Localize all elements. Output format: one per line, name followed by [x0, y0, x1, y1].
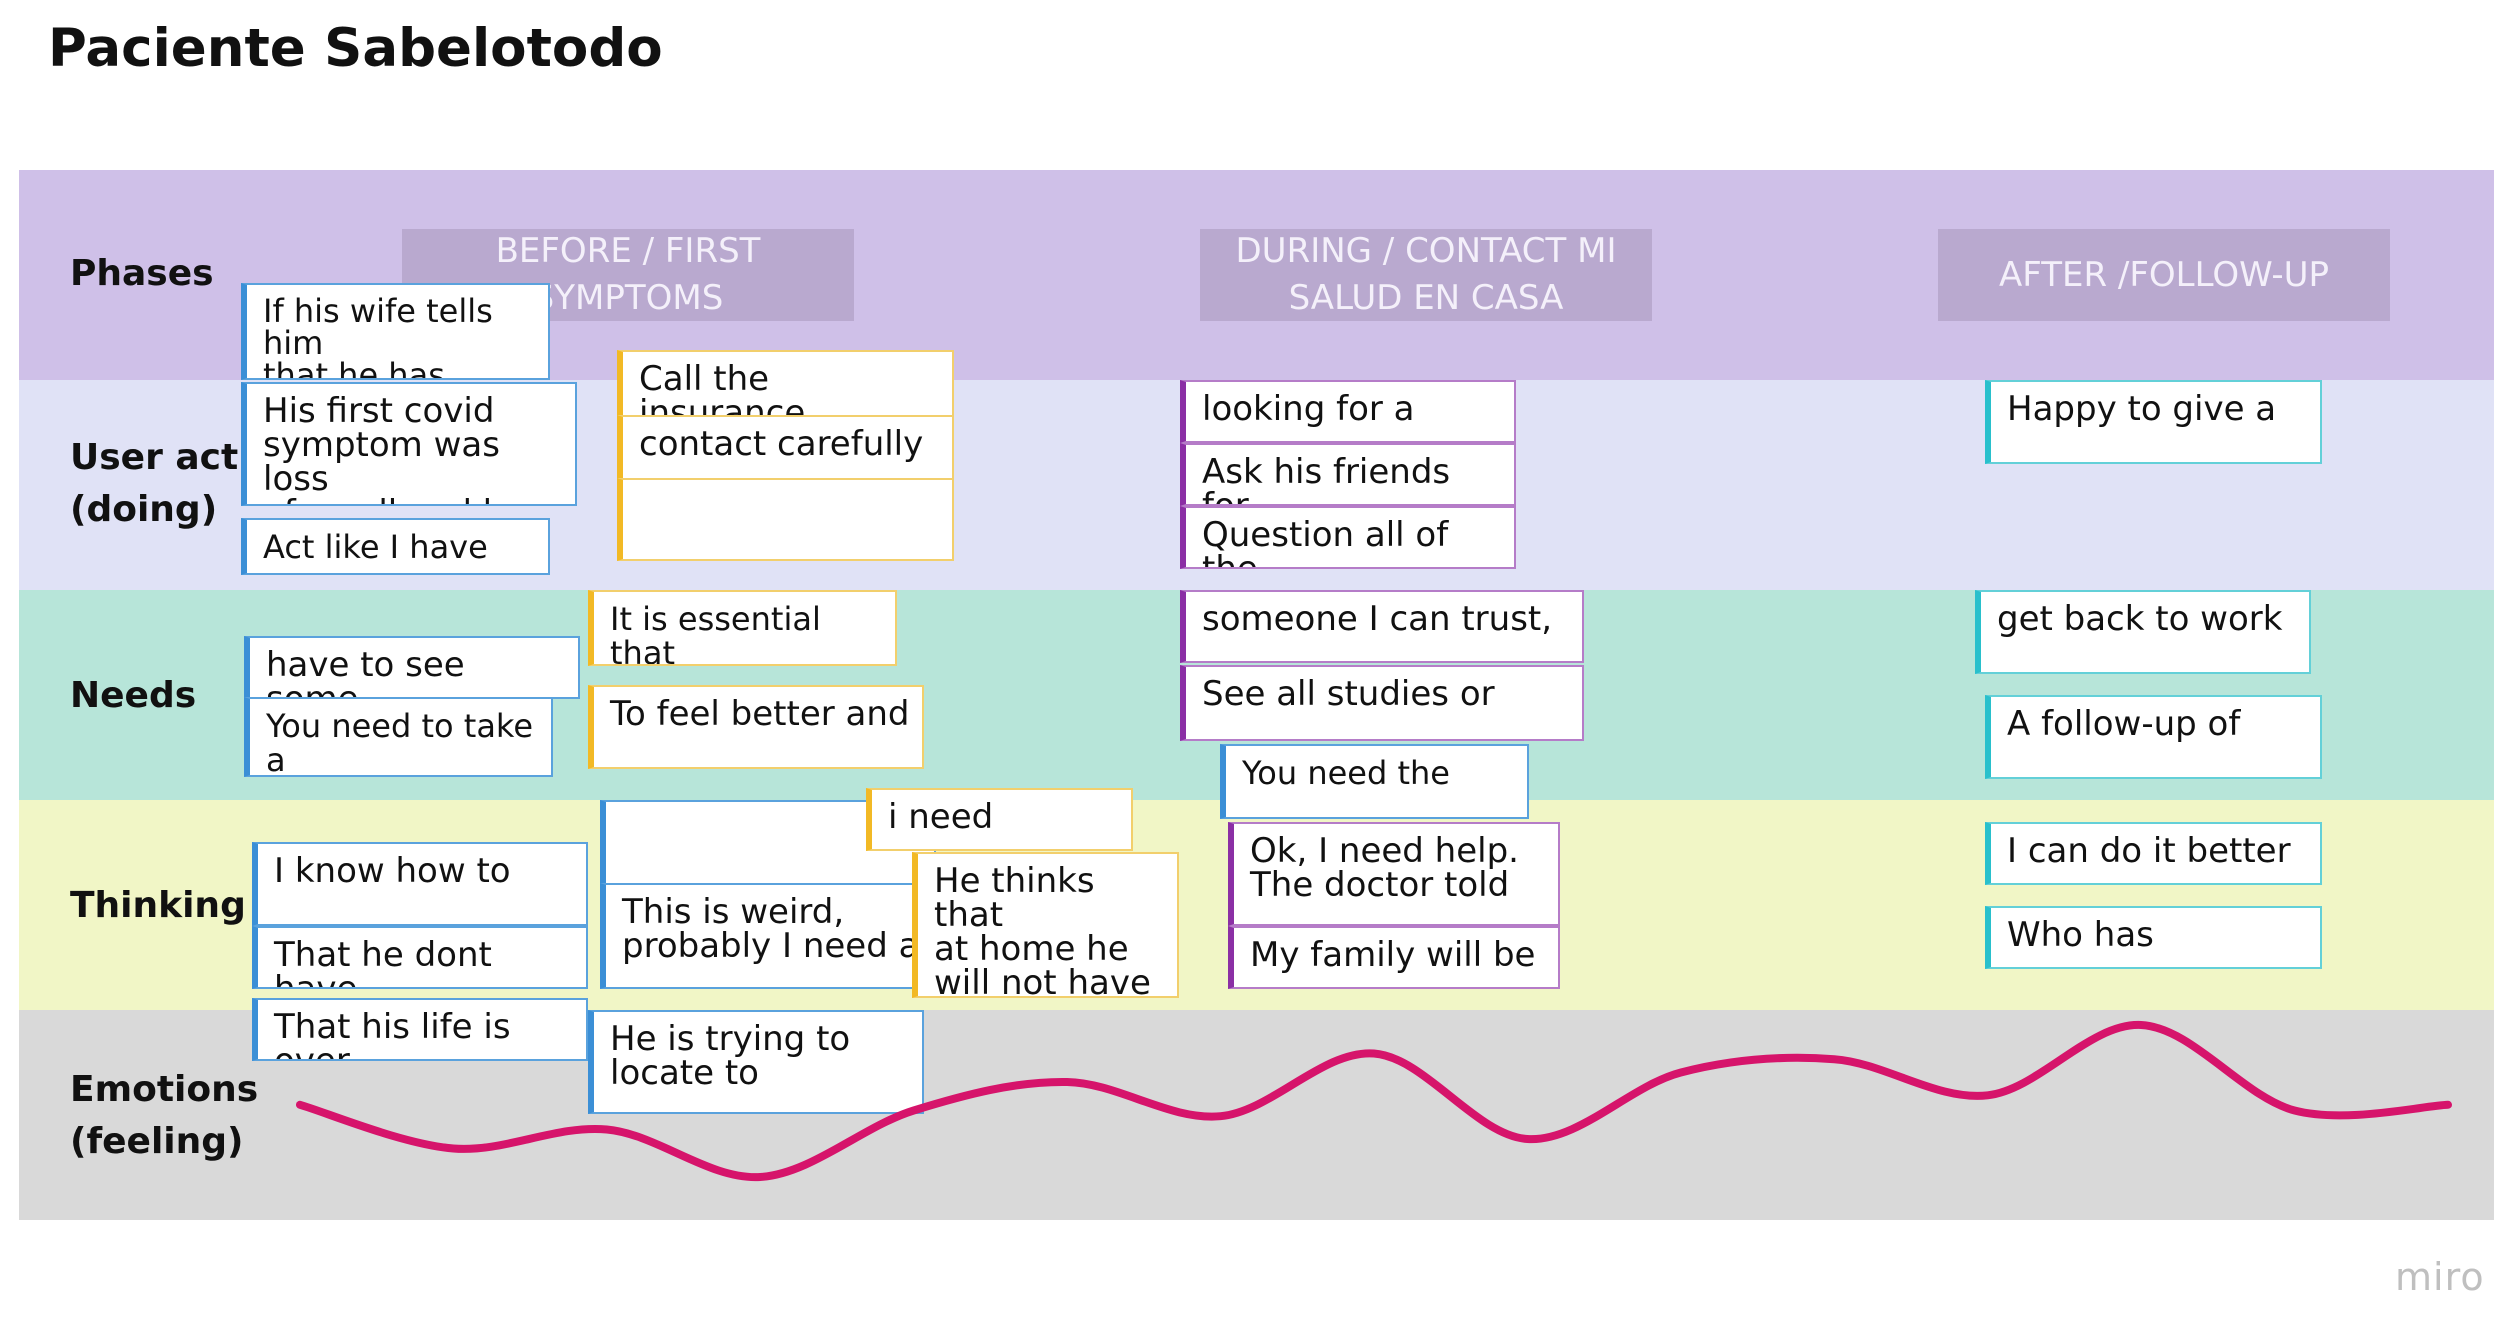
note-wife-covid[interactable]: If his wife tells him that he has covid,	[241, 283, 550, 380]
note-empty-yellow[interactable]	[617, 478, 954, 561]
note-do-it-better[interactable]: I can do it better	[1985, 822, 2322, 885]
note-i-need[interactable]: i need	[866, 788, 1133, 851]
note-feel-better[interactable]: To feel better and	[588, 685, 924, 769]
note-need-help[interactable]: Ok, I need help. The doctor told	[1228, 822, 1560, 926]
lane-label-phases: Phases	[70, 253, 214, 294]
note-this-is-weird[interactable]: This is weird, probably I need a	[600, 883, 936, 989]
note-thinks-at-home[interactable]: He thinks that at home he will not have	[912, 852, 1179, 998]
emotion-curve-line[interactable]	[296, 1020, 2452, 1182]
note-who-has[interactable]: Who has	[1985, 906, 2322, 969]
note-life-over[interactable]: That his life is over	[252, 998, 588, 1061]
note-know-how[interactable]: I know how to	[252, 842, 588, 926]
note-family[interactable]: My family will be	[1228, 926, 1560, 989]
note-need-the[interactable]: You need the	[1220, 744, 1529, 819]
note-follow-up[interactable]: A follow-up of	[1985, 695, 2322, 779]
note-happy-to-give[interactable]: Happy to give a	[1985, 380, 2322, 464]
note-trying-to-locate[interactable]: He is trying to locate to	[588, 1010, 924, 1114]
board-title: Paciente Sabelotodo	[48, 18, 663, 79]
lane-label-thinking: Thinking	[70, 885, 246, 926]
note-ask-friends[interactable]: Ask his friends for	[1180, 443, 1516, 506]
lane-label-needs: Needs	[70, 675, 197, 716]
phase-after[interactable]: AFTER /FOLLOW-UP	[1938, 229, 2390, 321]
lane-label-emotions: Emotions (feeling)	[70, 1069, 259, 1162]
note-first-symptom[interactable]: His first covid symptom was loss of smel…	[241, 382, 577, 506]
note-act-like[interactable]: Act like I have no	[241, 518, 550, 575]
note-someone-trust[interactable]: someone I can trust,	[1180, 590, 1584, 663]
note-question-all[interactable]: Question all of the	[1180, 506, 1516, 569]
note-essential[interactable]: It is essential that	[588, 590, 897, 666]
note-back-to-work[interactable]: get back to work	[1975, 590, 2311, 674]
phase-during[interactable]: DURING / CONTACT MI SALUD EN CASA	[1200, 229, 1652, 321]
note-need-to-take[interactable]: You need to take a	[244, 697, 553, 777]
note-see-studies[interactable]: See all studies or	[1180, 665, 1584, 741]
note-looking-for[interactable]: looking for a	[1180, 380, 1516, 443]
miro-watermark: miro	[2395, 1255, 2485, 1299]
note-call-insurance[interactable]: Call the insurance	[617, 350, 954, 417]
note-dont-have[interactable]: That he dont have	[252, 926, 588, 989]
